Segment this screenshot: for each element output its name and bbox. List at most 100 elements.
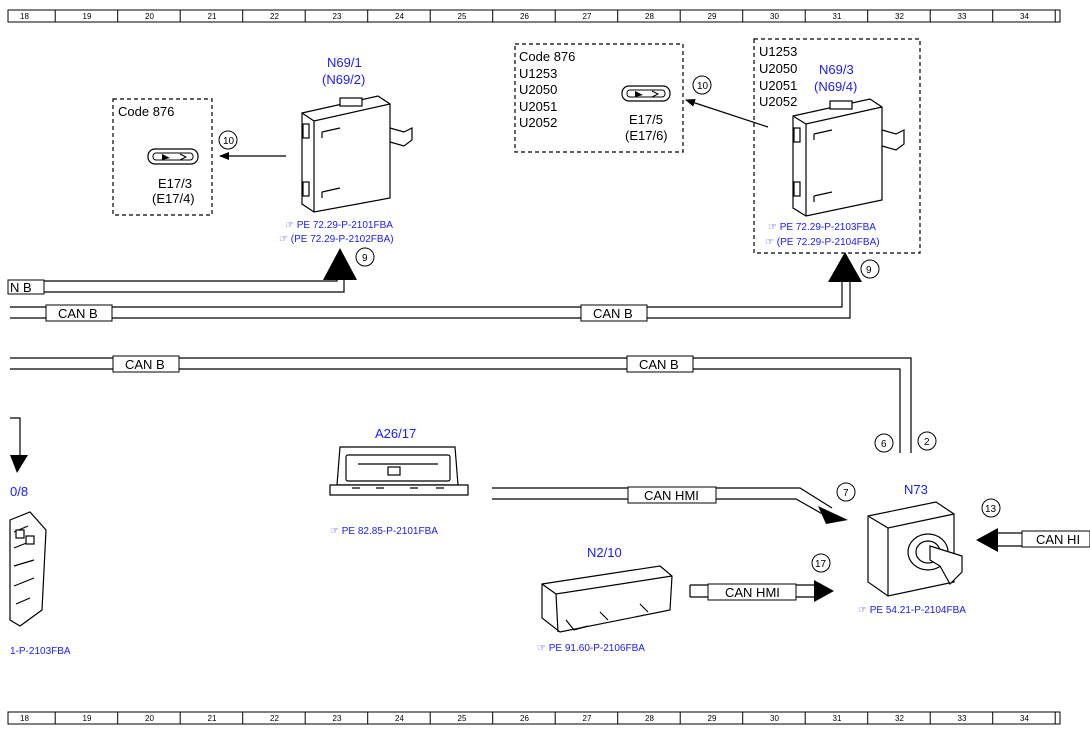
- e17-3-label: E17/3: [158, 176, 192, 191]
- callout-7: 7: [836, 482, 856, 502]
- control-unit-icon: [792, 98, 905, 217]
- can-hmi-to-n73: CAN HMI: [492, 486, 848, 524]
- can-b-lower: CAN B CAN B: [10, 355, 912, 453]
- n69-3-code-2: U2051: [759, 78, 797, 93]
- n69-3-code-1: U2050: [759, 61, 797, 76]
- lamp-icon: [147, 148, 199, 165]
- svg-text:6: 6: [881, 439, 887, 450]
- can-b-label-4: CAN B: [639, 357, 679, 372]
- can-hi-right: CAN HI: [976, 528, 1090, 552]
- n2-10-label: N2/10: [587, 545, 622, 560]
- ruler-number: 33: [958, 714, 967, 723]
- callout-17: 17: [811, 553, 831, 573]
- n69-3-ref-2: ☞ (PE 72.29-P-2104FBA): [765, 237, 880, 248]
- e17-5-code-2: U2050: [519, 82, 557, 97]
- display-unit-icon: [329, 446, 469, 496]
- ruler-number: 30: [770, 12, 779, 21]
- ruler-number: 20: [145, 12, 154, 21]
- n69-1-group: N69/1 (N69/2) ☞ PE 72.29-P-2101FBA ☞ (PE…: [279, 55, 413, 245]
- ruler-number: 25: [458, 12, 467, 21]
- ruler-number: 22: [270, 714, 279, 723]
- n69-3-ref-1: ☞ PE 72.29-P-2103FBA: [768, 222, 876, 233]
- callout-6: 6: [874, 433, 894, 453]
- callout-9-right: 9: [860, 259, 880, 279]
- ruler-number: 23: [333, 714, 342, 723]
- n69-2-label: (N69/2): [322, 72, 365, 87]
- ruler-number: 23: [333, 12, 342, 21]
- can-b-label-3: CAN B: [125, 357, 165, 372]
- ruler-number: 34: [1020, 12, 1029, 21]
- n69-4-label: (N69/4): [814, 79, 857, 94]
- n2-10-ref: ☞ PE 91.60-P-2106FBA: [537, 643, 645, 654]
- ruler-number: 21: [208, 714, 217, 723]
- can-hmi-label-2: CAN HMI: [725, 585, 780, 600]
- svg-text:13: 13: [985, 504, 997, 515]
- ruler-number: 29: [708, 714, 717, 723]
- can-hmi-from-n2-10: CAN HMI: [689, 580, 834, 602]
- ruler-number: 32: [895, 12, 904, 21]
- svg-text:17: 17: [815, 559, 827, 570]
- ruler-number: 26: [520, 12, 529, 21]
- e17-6-label: (E17/6): [625, 128, 668, 143]
- n69-1-label: N69/1: [327, 55, 362, 70]
- ruler-number: 31: [833, 12, 842, 21]
- can-hi-partial-label: CAN HI: [1036, 532, 1080, 547]
- can-b-partial-label: N B: [10, 280, 32, 295]
- n69-3-label: N69/3: [819, 62, 854, 77]
- n69-3-code-0: U1253: [759, 44, 797, 59]
- n69-3-code-3: U2052: [759, 94, 797, 109]
- ruler-number: 28: [645, 12, 654, 21]
- can-hmi-label-1: CAN HMI: [644, 488, 699, 503]
- ruler-number: 24: [395, 714, 404, 723]
- ruler-number: 21: [208, 12, 217, 21]
- ruler-number: 20: [145, 714, 154, 723]
- n73-group: N73 ☞ PE 54.21-P-2104FBA: [858, 482, 966, 616]
- n69-3-group: U1253 U2050 U2051 U2052 N69/3 (N69/4) ☞ …: [753, 38, 921, 254]
- ruler-number: 25: [458, 714, 467, 723]
- n69-1-ref-1: ☞ PE 72.29-P-2101FBA: [285, 220, 393, 231]
- n73-label: N73: [904, 482, 928, 497]
- lamp-icon: [621, 85, 671, 102]
- e17-5-group: Code 876 U1253 U2050 U2051 U2052 E17/5 (…: [514, 43, 684, 153]
- e17-5-code-4: U2052: [519, 115, 557, 130]
- ruler-number: 33: [958, 12, 967, 21]
- e17-4-label: (E17/4): [152, 191, 195, 206]
- ruler-number: 30: [770, 714, 779, 723]
- ruler-number: 22: [270, 12, 279, 21]
- svg-text:10: 10: [697, 81, 709, 92]
- ruler-number: 19: [83, 12, 92, 21]
- svg-text:9: 9: [866, 265, 872, 276]
- ruler-number: 18: [20, 714, 29, 723]
- callout-10-left: 10: [218, 130, 238, 150]
- a26-17-ref: ☞ PE 82.85-P-2101FBA: [330, 526, 438, 537]
- a26-17-label: A26/17: [375, 426, 416, 441]
- left-partial-label: 0/8: [10, 484, 28, 499]
- ruler-number: 19: [83, 714, 92, 723]
- ruler-number: 26: [520, 714, 529, 723]
- ruler-number: 29: [708, 12, 717, 21]
- ruler-number: 31: [833, 714, 842, 723]
- e17-5-code-1: U1253: [519, 66, 557, 81]
- left-partial-ref: 1-P-2103FBA: [10, 646, 71, 657]
- e17-3-group: Code 876 E17/3 (E17/4): [112, 98, 213, 216]
- e17-5-code-0: Code 876: [519, 49, 575, 64]
- ignition-switch-icon: [867, 501, 963, 597]
- can-b-to-n69-3: CAN B CAN B: [10, 252, 862, 322]
- left-partial-component: 0/8 1-P-2103FBA: [9, 417, 71, 657]
- svg-text:9: 9: [362, 253, 368, 264]
- ruler-number: 27: [583, 714, 592, 723]
- can-b-label-1: CAN B: [58, 306, 98, 321]
- control-unit-icon: [301, 95, 413, 213]
- callout-13: 13: [981, 498, 1001, 518]
- e17-5-code-3: U2051: [519, 99, 557, 114]
- e17-5-label: E17/5: [629, 112, 663, 127]
- code-876-label: Code 876: [118, 104, 174, 119]
- can-b-label-2: CAN B: [593, 306, 633, 321]
- module-icon: [541, 565, 673, 633]
- ruler-number: 24: [395, 12, 404, 21]
- callout-2: 2: [917, 431, 937, 451]
- n69-1-ref-2: ☞ (PE 72.29-P-2102FBA): [279, 234, 394, 245]
